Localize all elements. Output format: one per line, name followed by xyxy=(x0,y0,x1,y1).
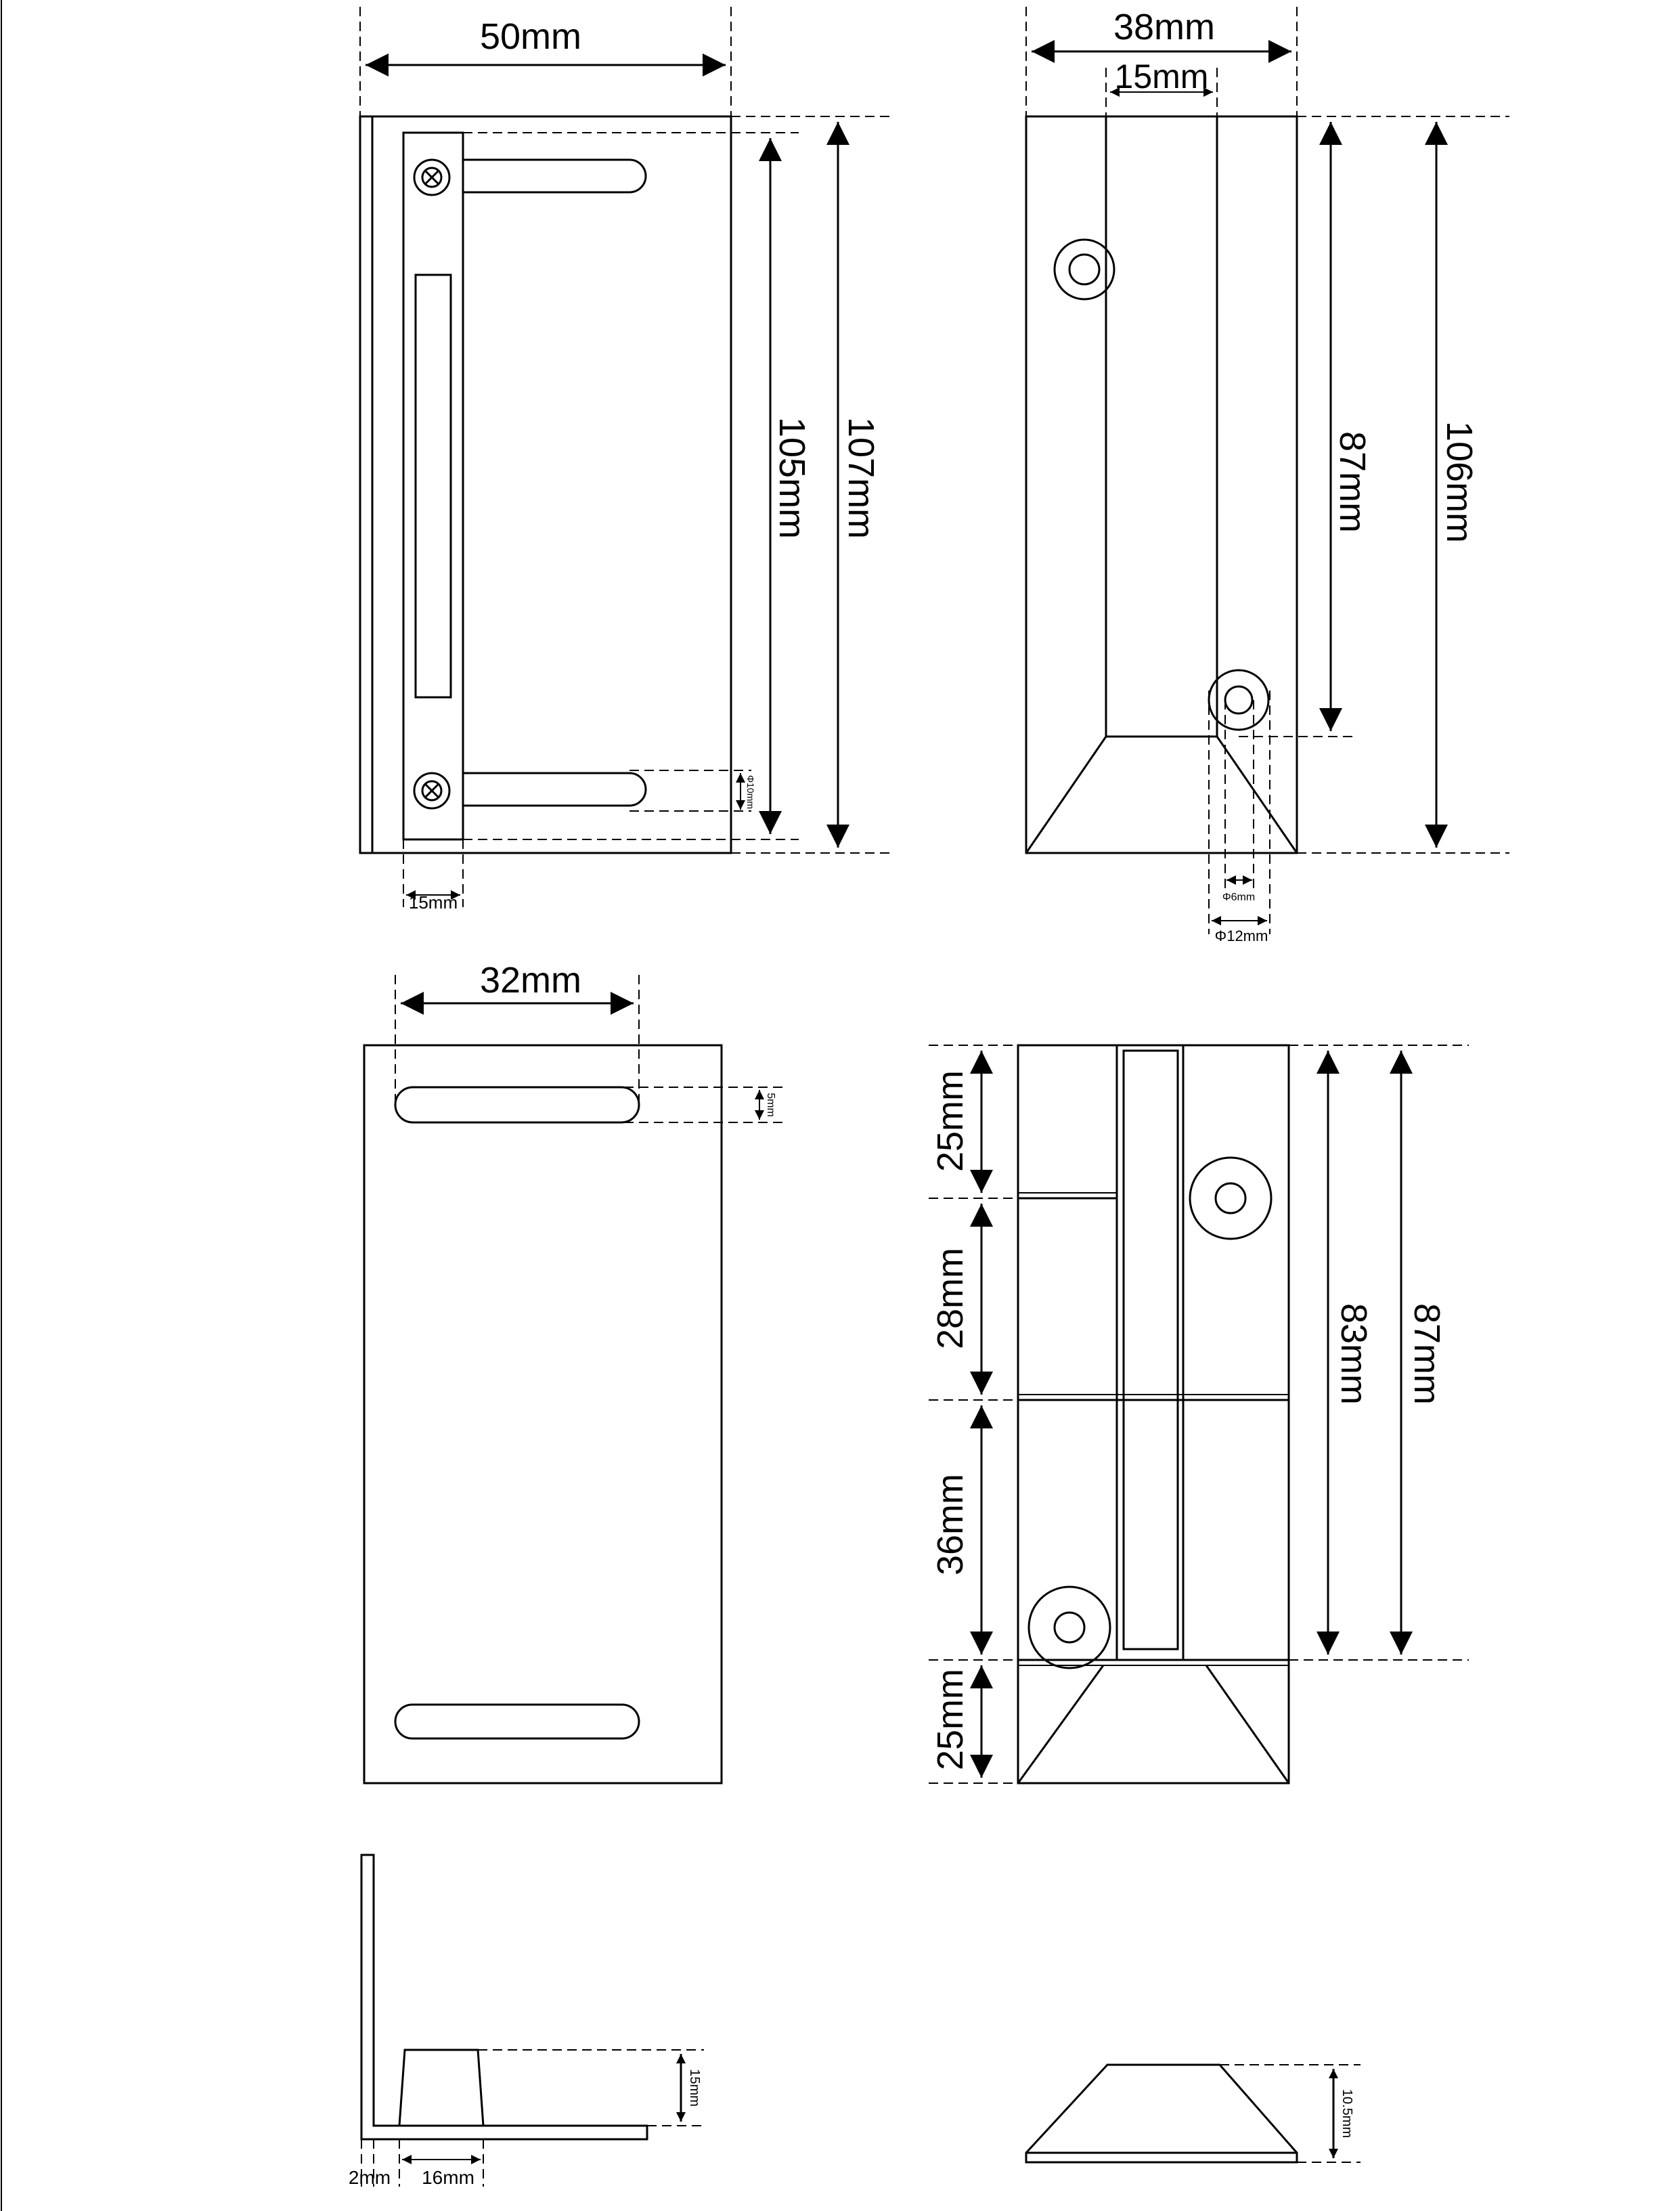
profile-view: 15mm 2mm 16mm xyxy=(349,1854,704,2188)
front-window xyxy=(414,273,452,699)
back-outer-height-label: 87mm xyxy=(1407,1303,1447,1405)
back-hole-bottom xyxy=(1027,1585,1111,1669)
side-body xyxy=(1025,115,1298,854)
plate-slot-bottom xyxy=(394,1703,640,1740)
side-width-label: 38mm xyxy=(1113,7,1215,47)
screw-icon xyxy=(413,772,451,810)
plate-slot-spacing-label: 32mm xyxy=(480,960,581,1001)
bottom-view: 10.5mm xyxy=(1025,2063,1361,2164)
plate-view: 32mm 5mm xyxy=(363,960,785,1785)
front-slot-dia-label: Φ10mm xyxy=(745,775,756,809)
side-hole-dia-label: Φ6mm xyxy=(1222,892,1255,903)
back-seg-1-label: 25mm xyxy=(930,1070,971,1172)
screw-icon xyxy=(413,158,451,196)
back-channel xyxy=(1122,1049,1179,1650)
back-seg-4-label: 25mm xyxy=(930,1669,971,1770)
profile-bracket xyxy=(360,1854,648,2141)
front-width-label: 50mm xyxy=(480,16,581,57)
side-inner-height-label: 87mm xyxy=(1332,431,1373,533)
profile-stopper xyxy=(398,2049,485,2126)
profile-base-width-label: 16mm xyxy=(422,2167,474,2188)
plate-slot-top xyxy=(394,1086,640,1124)
front-plate-width-label: 15mm xyxy=(409,892,458,913)
back-inner-height-label: 83mm xyxy=(1333,1303,1374,1405)
profile-height-label: 15mm xyxy=(687,2069,702,2107)
side-outer-height-label: 106mm xyxy=(1439,421,1480,543)
front-inner-height-label: 105mm xyxy=(772,417,812,539)
side-hole-outer-dia-label: Φ12mm xyxy=(1215,927,1268,944)
back-body xyxy=(1017,1044,1290,1785)
side-view: 38mm 15mm 87mm 106mm Φ6mm Φ12mm xyxy=(1025,7,1509,944)
plate-body xyxy=(363,1044,723,1785)
front-body xyxy=(359,115,732,854)
front-slot-top xyxy=(463,158,647,194)
front-outer-height-label: 107mm xyxy=(841,417,881,539)
plate-slot-width-label: 5mm xyxy=(765,1093,776,1117)
front-slot-bottom xyxy=(463,772,647,807)
back-seg-2-label: 28mm xyxy=(930,1248,971,1349)
back-view: 25mm 28mm 36mm 25mm 83mm 87mm xyxy=(929,1044,1469,1785)
profile-thickness-label: 2mm xyxy=(349,2167,391,2188)
side-inner-width-label: 15mm xyxy=(1115,58,1209,95)
back-hole-top xyxy=(1189,1156,1273,1240)
back-seg-3-label: 36mm xyxy=(930,1474,971,1575)
bottom-height-label: 10.5mm xyxy=(1340,2089,1354,2138)
bottom-stopper xyxy=(1025,2063,1298,2164)
side-hole-top xyxy=(1053,238,1115,301)
front-mount-plate xyxy=(402,131,464,841)
front-view: 50mm 105mm 107mm Φ10mm 15mm xyxy=(359,7,893,913)
